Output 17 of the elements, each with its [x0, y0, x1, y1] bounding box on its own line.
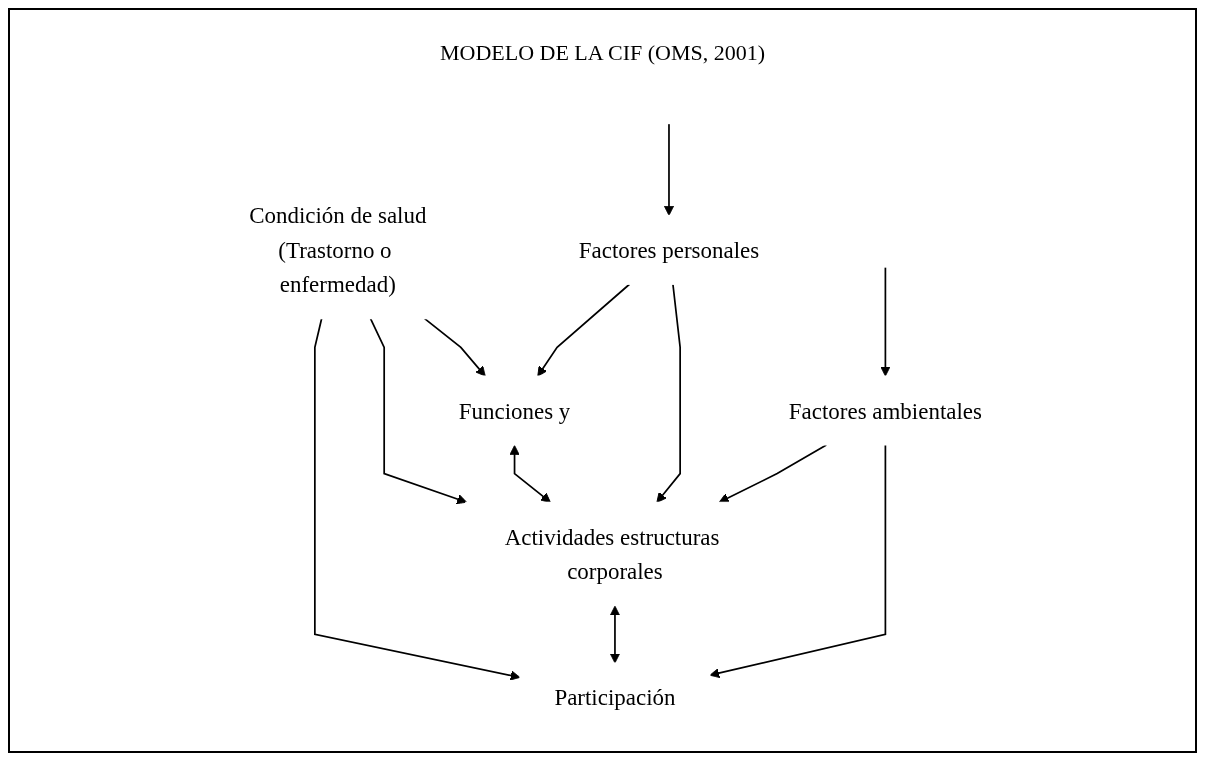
arrow — [423, 317, 486, 377]
node-text: Factores personales — [578, 237, 760, 263]
diagram-title: MODELO DE LA CIF (OMS, 2001) — [438, 40, 767, 66]
arrow — [656, 283, 681, 503]
arrow — [718, 444, 828, 503]
arrow — [537, 283, 631, 377]
node-text: Actividades estructuras corporales — [504, 524, 720, 584]
arrow — [663, 122, 675, 216]
arrow — [369, 317, 468, 505]
arrow — [880, 266, 891, 377]
arrow — [709, 444, 887, 679]
node-text: Participación — [554, 684, 676, 711]
node-text: Factores ambientales — [788, 397, 982, 424]
node-text: Condición de salud (Trastorno o enfermedad) — [249, 202, 427, 297]
arrow — [509, 444, 551, 503]
arrow — [609, 605, 620, 664]
node-text: Funciones y — [458, 397, 571, 424]
